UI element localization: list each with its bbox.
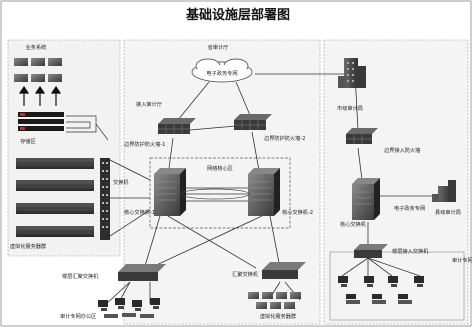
label-egov-network-right: 电子政务专网 (394, 204, 425, 212)
network-core-zone (149, 157, 291, 229)
storage-devices (18, 112, 64, 131)
label-audit-office: 省审计厅 (208, 43, 229, 51)
label-core-switch-2: 核心交换机-2 (282, 208, 313, 216)
label-access-fw: 边界接入防火墙 (384, 146, 420, 154)
upload-arrows (18, 85, 62, 106)
right-core-switch-slots (355, 191, 371, 205)
label-vm-cluster: 虚拟化服务器群 (10, 242, 46, 250)
floor-agg-switch (118, 264, 166, 281)
business-servers (14, 58, 62, 82)
county-audit-building (432, 180, 456, 202)
label-switch-1: 交换机 (113, 178, 129, 186)
label-network-core: 网络核心区 (207, 164, 233, 172)
core-switch-2 (248, 168, 280, 216)
vertical-switch (100, 158, 110, 240)
label-edge-fw-2: 边界防护防火墙-2 (264, 134, 306, 142)
access-firewall-bricks (346, 134, 372, 144)
floor-access-switch (354, 244, 388, 258)
label-business-system: 业务系统 (26, 43, 47, 51)
label-edge-fw-1: 边界防护防火墙-1 (124, 140, 166, 148)
label-storage-area: 存储区 (20, 137, 36, 145)
city-building-windows (347, 62, 354, 82)
label-hall-access: 接入审计厅 (136, 100, 162, 108)
label-floor-access-switch: 楼层接入交换机 (392, 247, 429, 255)
core-link-ellipse (180, 188, 250, 200)
right-core-switch (352, 178, 380, 220)
agg-switch (262, 262, 306, 279)
diagram-title: 基础设施层部署图 (185, 7, 290, 23)
right-office-zone (329, 251, 465, 321)
firewall-bricks (158, 120, 266, 134)
label-county-audit: 县级审计局 (435, 208, 461, 216)
egov-network-cloud (191, 58, 253, 83)
label-agg-switch: 汇聚交换机 (232, 270, 259, 278)
storage-links (66, 115, 109, 141)
rack-stripes (18, 160, 92, 234)
provincial-hall-region (123, 39, 321, 325)
server-racks (16, 158, 94, 237)
label-right-office-area: 审计专网办公区 (452, 256, 472, 264)
bottom-vm-servers (248, 292, 301, 309)
label-hall-office-area: 审计专网办公区 (60, 312, 96, 320)
connection-lines (103, 73, 440, 307)
label-floor-agg-switch: 楼层汇聚交换机 (62, 272, 99, 280)
hall-office-pcs (98, 298, 160, 318)
label-core-switch-right: 核心交换机 (340, 220, 367, 228)
right-office-pcs (338, 276, 424, 304)
vertical-switch-ports (102, 162, 108, 228)
label-core-switch-1: 核心交换机-1 (124, 208, 155, 216)
label-city-audit: 市级审计局 (337, 104, 363, 112)
core-switch-1 (154, 168, 186, 216)
core-switch-slots (157, 181, 271, 201)
label-vm-cluster-bottom: 虚拟化服务器群 (260, 312, 296, 320)
label-egov-network: 电子政务专网 (206, 69, 237, 77)
